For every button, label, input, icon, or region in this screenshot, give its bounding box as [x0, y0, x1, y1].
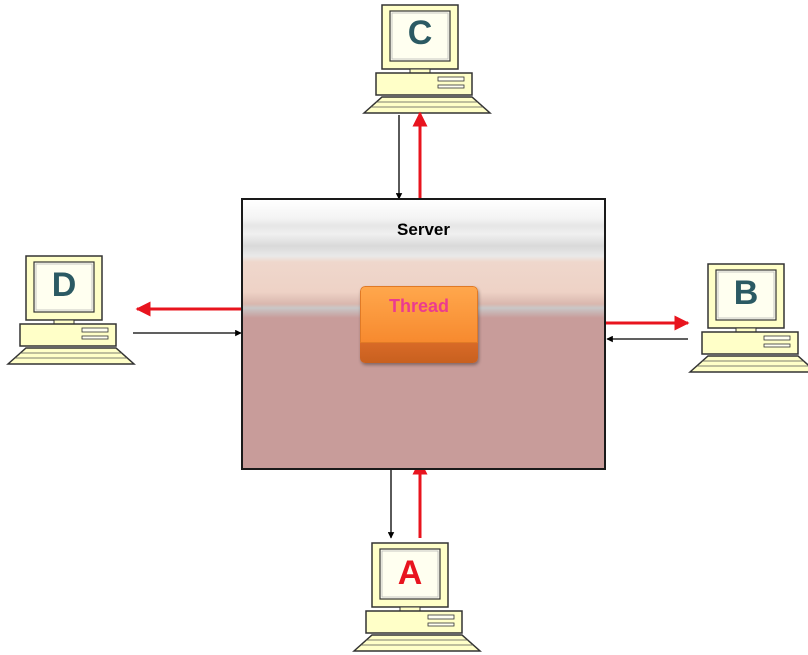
thread-block: Thread — [360, 286, 478, 363]
computer-d-letter: D — [51, 266, 77, 304]
server-box: Server Thread — [241, 198, 606, 470]
thread-block-base — [360, 343, 478, 363]
thread-label: Thread — [388, 296, 449, 316]
computer-a-letter: A — [397, 554, 423, 592]
computer-c-letter: C — [407, 14, 433, 52]
server-label: Server — [397, 220, 450, 239]
computer-b-letter: B — [733, 274, 759, 312]
thread-block-top — [360, 286, 478, 343]
